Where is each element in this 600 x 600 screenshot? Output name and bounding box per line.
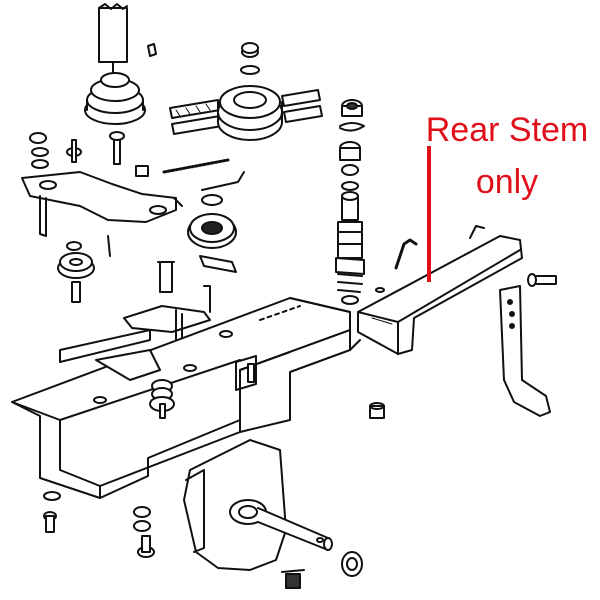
drive-belt-left — [169, 99, 223, 135]
woodruff-key — [147, 43, 157, 57]
idler-pulley-large — [217, 85, 283, 141]
bolt-stack-bottom-left — [43, 491, 155, 558]
stem-bolt — [527, 273, 557, 287]
rear-stem-callout: Rear Stem only — [412, 104, 600, 208]
rear-stem-bar — [357, 225, 523, 355]
bolt-stack-left — [29, 131, 149, 177]
engine-shaft — [98, 3, 128, 73]
main-frame — [11, 297, 361, 499]
drive-belt-right — [281, 89, 323, 123]
gearbox-housing — [183, 439, 333, 571]
callout-leader-line — [427, 146, 431, 282]
spacer-small — [369, 402, 385, 419]
callout-line-1: Rear Stem — [425, 111, 589, 149]
mounting-bolt-right — [247, 363, 255, 383]
output-washer — [341, 551, 363, 577]
tension-spring — [162, 158, 245, 191]
idler-bracket-arm — [21, 171, 183, 237]
center-bushing — [149, 379, 175, 419]
hex-nut-top-right — [240, 42, 260, 75]
rear-stem-pin — [394, 238, 418, 270]
clip-small — [199, 255, 237, 273]
callout-line-2: only — [475, 163, 539, 201]
engine-pulley — [84, 72, 146, 125]
tine-arm — [499, 285, 551, 417]
drain-plug — [281, 569, 305, 589]
tine-shaft-stack — [335, 99, 385, 305]
pulley-small-left — [57, 235, 111, 303]
idler-bearing-pulley — [187, 194, 237, 249]
